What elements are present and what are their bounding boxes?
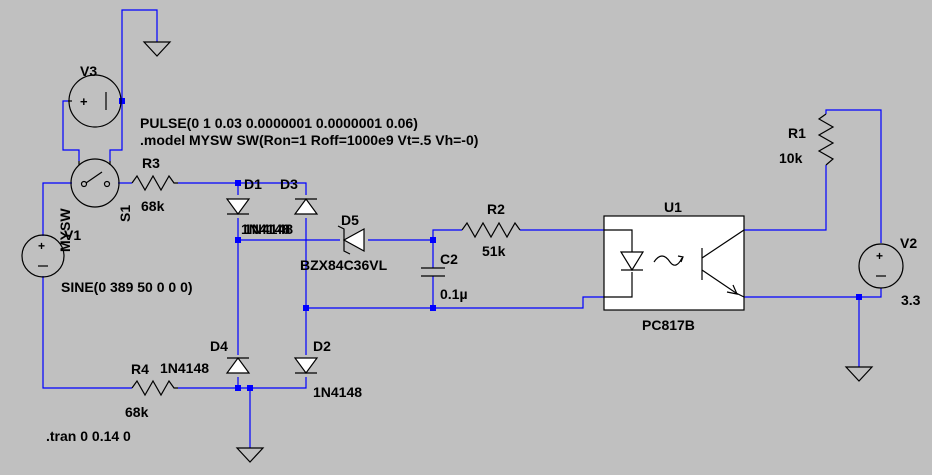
r4-resistor[interactable] <box>131 379 178 397</box>
r3-label: R3 <box>142 155 160 171</box>
r2-label: R2 <box>487 201 505 217</box>
r2-value: 51k <box>482 243 506 259</box>
d4-label: D4 <box>210 338 228 354</box>
v1-source[interactable]: + <box>21 234 65 278</box>
d1-label: D1 <box>244 176 262 192</box>
v1-value: SINE(0 389 50 0 0 0) <box>61 279 193 295</box>
d3-diode[interactable] <box>293 197 319 215</box>
ground-symbol-right <box>844 366 874 382</box>
model-directive[interactable]: .model MYSW SW(Ron=1 Roff=1000e9 Vt=.5 V… <box>140 132 478 148</box>
c2-label: C2 <box>440 251 458 267</box>
d3-value: 1N4148 <box>244 221 293 237</box>
s1-model-label: MYSW <box>57 208 73 252</box>
v3-source[interactable]: + <box>68 74 122 128</box>
r3-resistor[interactable] <box>131 174 178 192</box>
r4-value: 68k <box>125 404 149 420</box>
c2-capacitor[interactable] <box>421 267 445 277</box>
svg-text:+: + <box>80 94 88 109</box>
d3-label: D3 <box>280 176 298 192</box>
s1-switch[interactable] <box>70 158 120 208</box>
d5-label: D5 <box>341 212 359 228</box>
r3-value: 68k <box>141 198 165 214</box>
d2-value: 1N4148 <box>313 384 362 400</box>
r1-value: 10k <box>779 150 803 166</box>
r1-resistor[interactable] <box>817 113 835 166</box>
svg-text:+: + <box>38 239 45 253</box>
v2-source[interactable]: + <box>858 243 904 289</box>
u1-value: PC817B <box>642 317 695 333</box>
ground-symbol-bottom <box>235 447 265 463</box>
tran-directive[interactable]: .tran 0 0.14 0 <box>46 428 131 444</box>
v1-label: V1 <box>64 227 81 243</box>
u1-label: U1 <box>664 199 682 215</box>
junctions <box>119 98 862 391</box>
d1-value: 1N4148 <box>241 221 290 237</box>
d4-value: 1N4148 <box>160 360 209 376</box>
d5-value: BZX84C36VL <box>300 257 388 273</box>
pulse-directive[interactable]: PULSE(0 1 0.03 0.0000001 0.0000001 0.06) <box>140 115 418 131</box>
u1-optocoupler[interactable] <box>603 215 745 311</box>
c2-value: 0.1µ <box>440 286 468 302</box>
svg-text:+: + <box>876 249 883 263</box>
ground-symbol-top <box>142 41 172 57</box>
v2-label: V2 <box>900 235 917 251</box>
d2-diode[interactable] <box>293 357 319 375</box>
r4-label: R4 <box>131 361 149 377</box>
d4-diode[interactable] <box>225 356 251 374</box>
v2-value: 3.3 <box>901 292 921 308</box>
d1-diode[interactable] <box>225 198 251 216</box>
r2-resistor[interactable] <box>461 221 521 239</box>
v3-label: V3 <box>80 63 97 79</box>
r1-label: R1 <box>788 125 806 141</box>
d2-label: D2 <box>313 338 331 354</box>
d5-zener[interactable] <box>337 225 365 255</box>
s1-label: S1 <box>117 205 133 222</box>
